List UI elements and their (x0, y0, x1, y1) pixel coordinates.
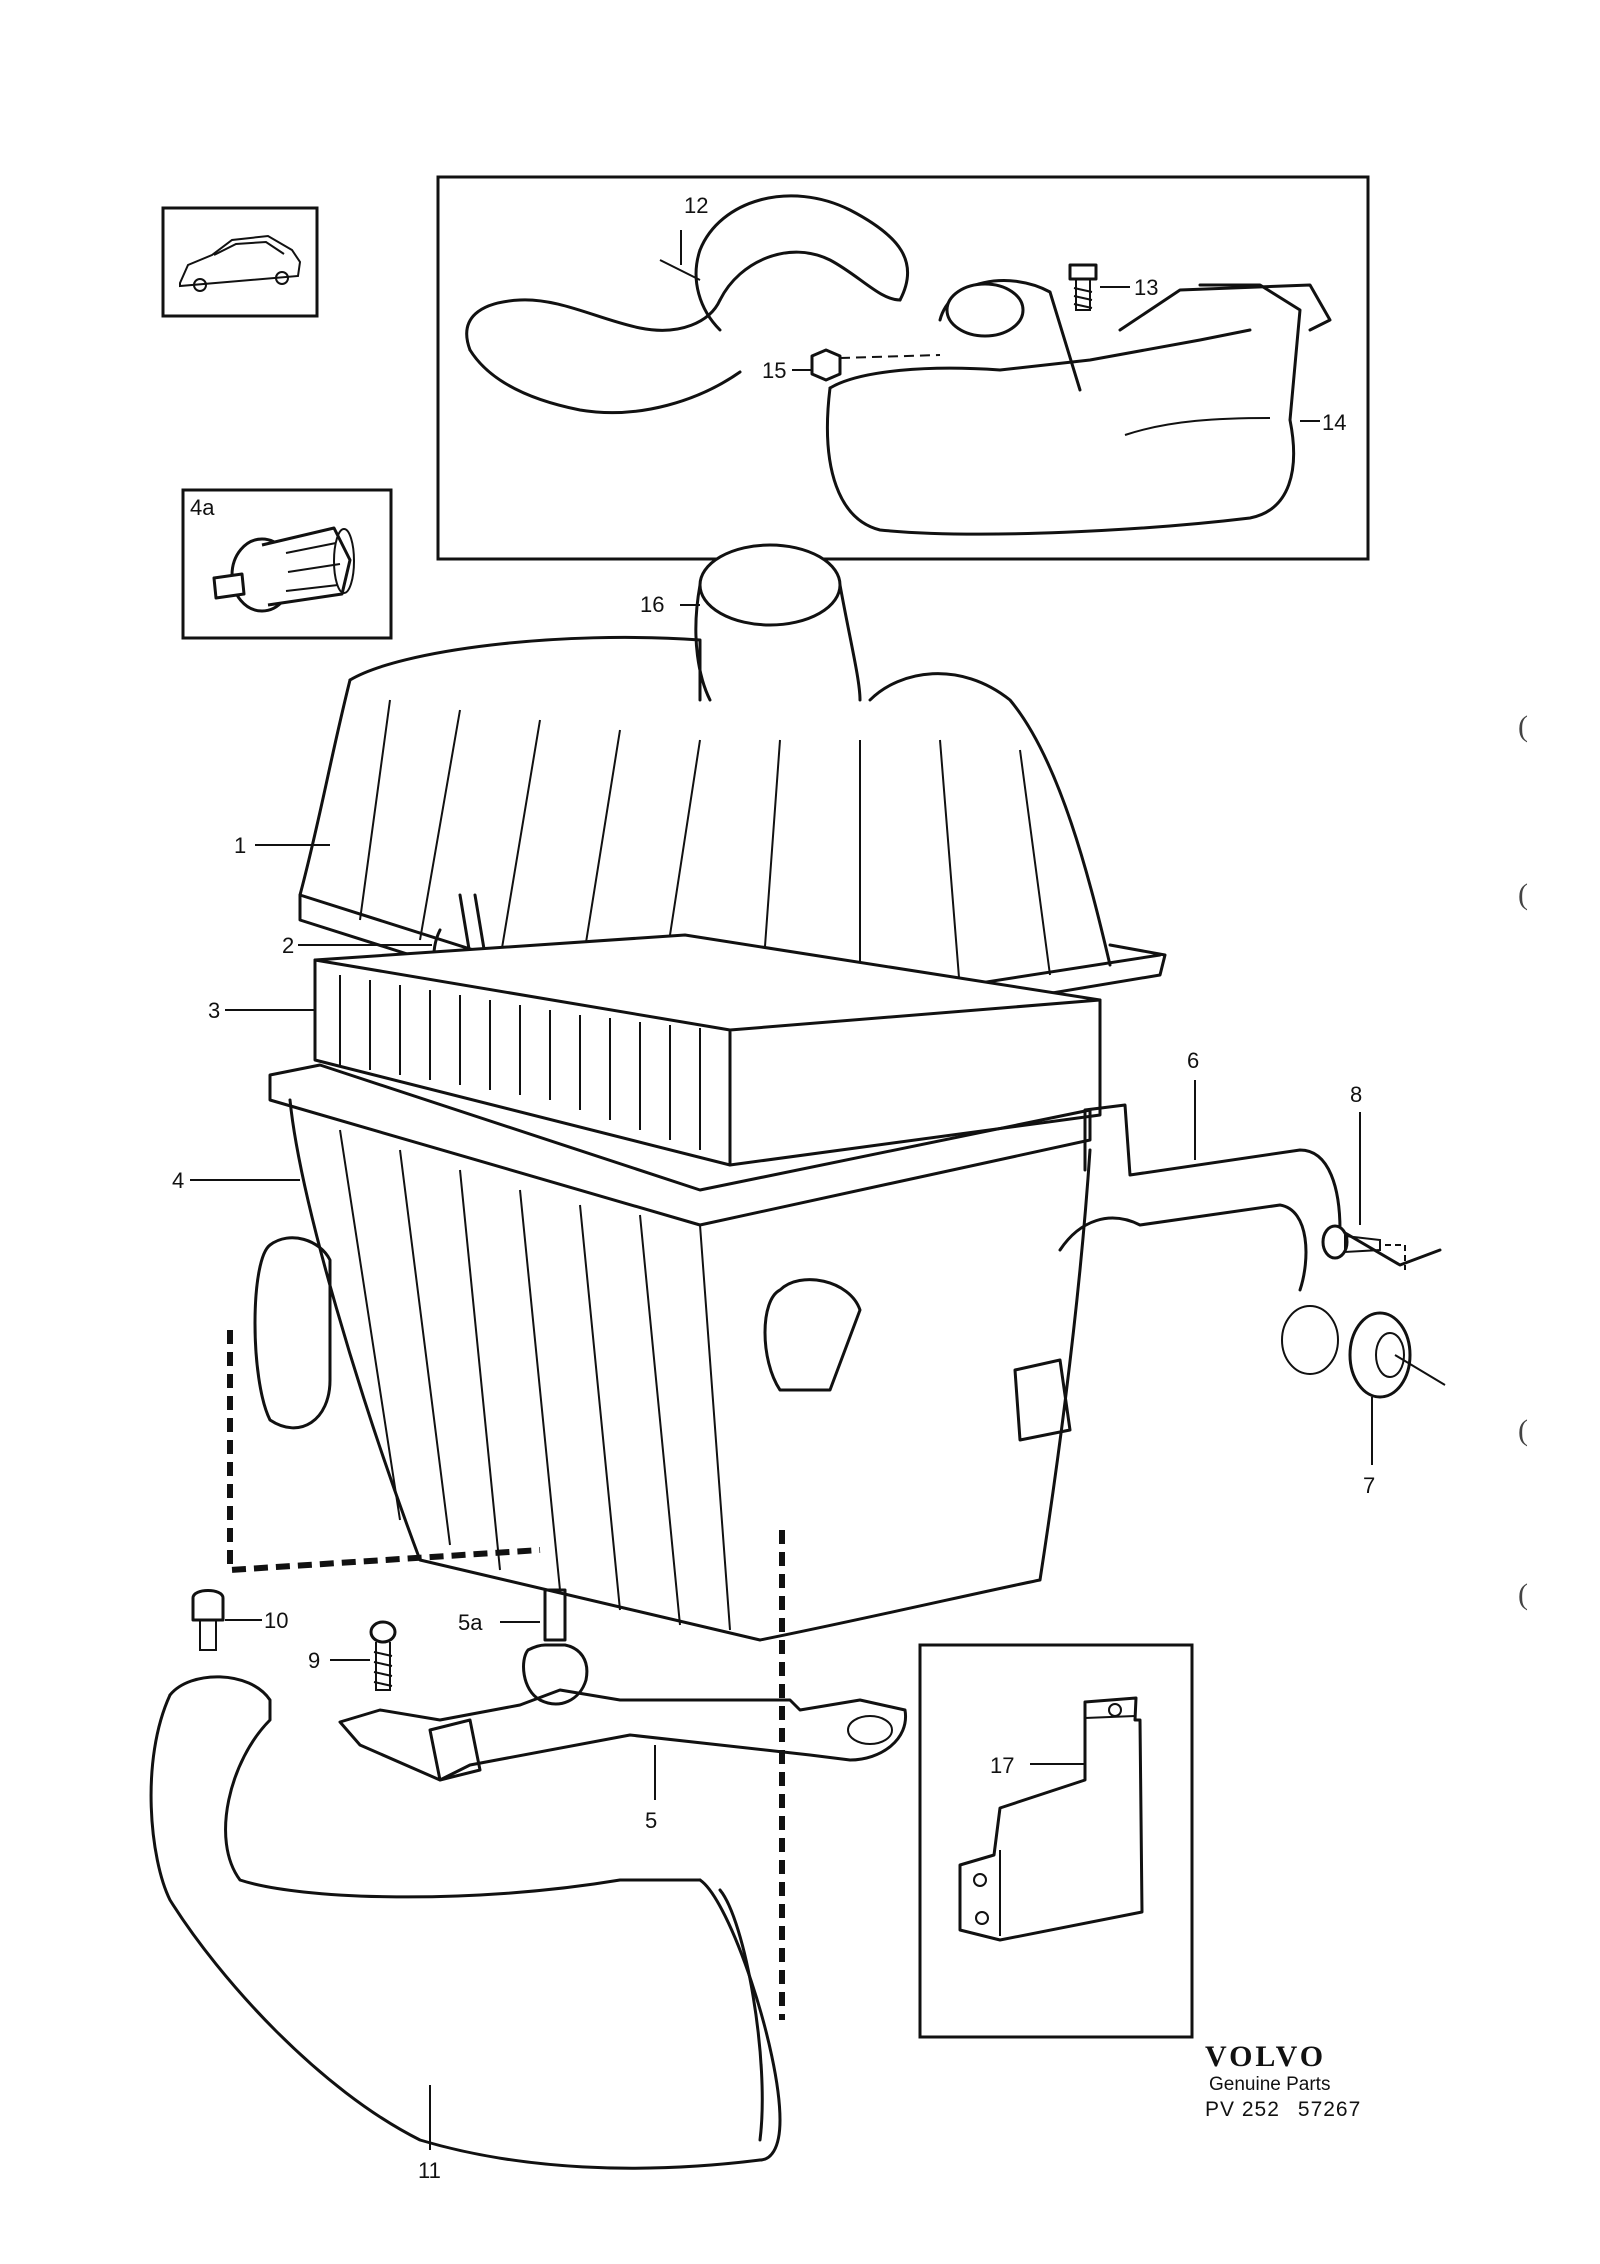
support-bracket-5: 5 (338, 1688, 907, 1833)
car-thumbnail (161, 206, 319, 318)
part-4a-inset: 4a (181, 488, 393, 640)
callout-9: 9 (308, 1648, 320, 1673)
bolt-13 (1068, 263, 1098, 311)
edge-mark: ( (1518, 1578, 1528, 1611)
callout-11: 11 (418, 2158, 441, 2183)
callout-17: 17 (990, 1753, 1014, 1778)
callout-15: 15 (762, 358, 786, 383)
callout-16: 16 (640, 592, 664, 617)
rubber-bushing-icon (212, 526, 355, 613)
mount-5a: 5a (458, 1588, 589, 1706)
plug-10: 10 (191, 1589, 288, 1651)
callout-10: 10 (264, 1608, 288, 1633)
brand-block: VOLVO Genuine Parts PV 252 57267 (1205, 2040, 1445, 2122)
edge-mark: ( (1518, 1414, 1528, 1447)
callout-12: 12 (684, 193, 708, 218)
housing-base-4: 4 (172, 1063, 1092, 1642)
callout-14: 14 (1322, 410, 1346, 435)
volvo-logo: VOLVO (1205, 2040, 1327, 2073)
alignment-line-left (227, 1330, 541, 1574)
edge-mark: ( (1518, 710, 1528, 743)
brand-subtitle: Genuine Parts (1209, 2074, 1331, 2095)
grommet-7: 7 (1281, 1305, 1446, 1498)
screw-9: 9 (308, 1620, 397, 1691)
filter-element-3: 3 (208, 933, 1102, 1167)
callout-5: 5 (645, 1808, 657, 1833)
callout-7: 7 (1363, 1473, 1375, 1498)
part-code-number: 57267 (1297, 2098, 1362, 2121)
intake-duct-14 (826, 279, 1332, 536)
part-code-prefix: PV 252 (1205, 2098, 1280, 2121)
callout-4a: 4a (190, 495, 215, 520)
car-thumbnail-icon (179, 234, 302, 292)
connector-16: 16 (640, 543, 862, 702)
part-17-inset: 17 (918, 1643, 1194, 2039)
top-inset: 12 13 14 15 (436, 175, 1370, 561)
callout-3: 3 (208, 998, 220, 1023)
lower-duct-11: 11 (149, 1675, 782, 2183)
callout-5a: 5a (458, 1610, 483, 1635)
callout-6: 6 (1187, 1048, 1199, 1073)
callout-8: 8 (1350, 1082, 1362, 1107)
callout-2: 2 (282, 933, 294, 958)
nut-15 (810, 348, 842, 382)
callout-4: 4 (172, 1168, 184, 1193)
edge-mark: ( (1518, 878, 1528, 911)
callout-13: 13 (1134, 275, 1158, 300)
callout-1: 1 (234, 833, 246, 858)
hose-12 (465, 194, 910, 415)
screw-8: 8 (1321, 1082, 1406, 1270)
part-code: PV 252 57267 (1205, 2098, 1445, 2122)
